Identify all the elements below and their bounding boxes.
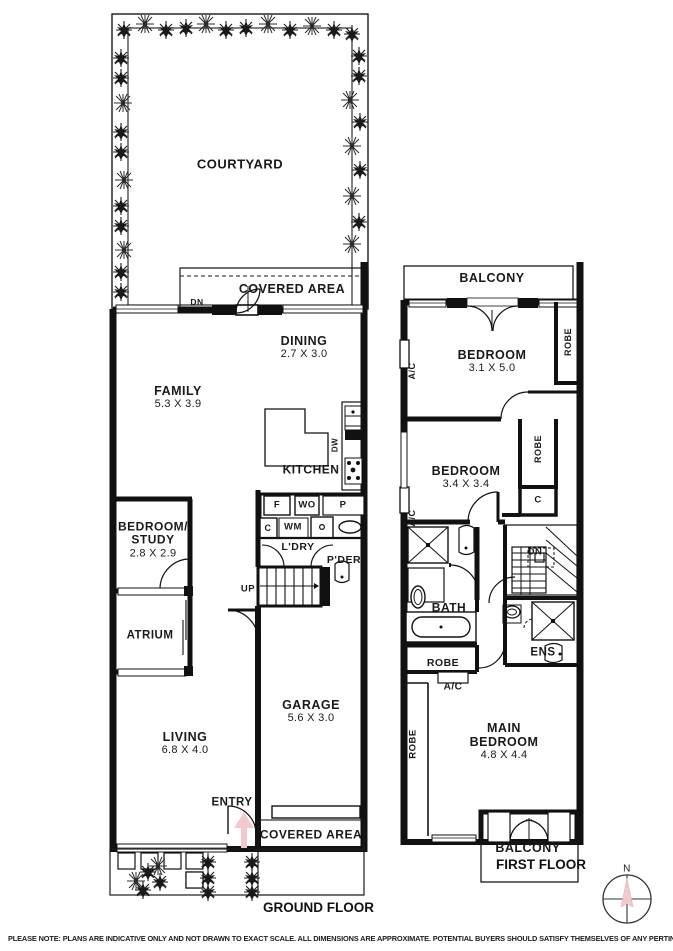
room-label-laundry: L'DRY bbox=[281, 541, 315, 554]
laundry-fittings bbox=[259, 516, 364, 540]
room-label-bath: BATH bbox=[431, 600, 467, 615]
front-garden bbox=[109, 848, 261, 902]
kitchen-island bbox=[264, 408, 329, 467]
room-label-bedroom-3: BEDROOM 3.4 X 3.4 bbox=[431, 463, 501, 490]
room-label-kitchen: KITCHEN bbox=[282, 462, 340, 477]
robe-bedroom2 bbox=[554, 302, 580, 385]
room-label-powder: P'DER bbox=[326, 554, 362, 567]
annotation-dishwasher: DW bbox=[330, 437, 340, 453]
robe-main-bedroom-top bbox=[404, 645, 479, 684]
room-label-garage: GARAGE 5.6 X 3.0 bbox=[282, 697, 340, 724]
annotation-dn-ground: DN bbox=[190, 297, 204, 308]
room-label-family: FAMILY 5.3 X 3.9 bbox=[154, 383, 202, 410]
ac-unit-top bbox=[399, 339, 410, 369]
annotation-ac-main: A/C bbox=[443, 681, 463, 693]
room-label-entry: ENTRY bbox=[211, 796, 253, 809]
ground-top-openings bbox=[115, 286, 364, 316]
balcony-doors-top bbox=[408, 297, 578, 332]
annotation-robe-main-top: ROBE bbox=[426, 657, 460, 670]
robe-bedroom3 bbox=[502, 419, 558, 517]
annotation-robe-main-side: ROBE bbox=[407, 729, 419, 759]
staircase-up bbox=[256, 565, 330, 608]
room-label-living: LIVING 6.8 X 4.0 bbox=[161, 729, 209, 756]
compass-rose bbox=[602, 874, 652, 924]
powder-toilet bbox=[334, 560, 350, 584]
floor-name-ground: GROUND FLOOR bbox=[263, 900, 374, 915]
kitchen-bench bbox=[341, 401, 365, 491]
room-label-covered-area-top: COVERED AREA bbox=[238, 282, 346, 296]
room-label-dining: DINING 2.7 X 3.0 bbox=[280, 333, 328, 360]
annotation-robe-bedroom3: ROBE bbox=[532, 434, 543, 464]
room-label-balcony-bottom: BALCONY bbox=[495, 841, 561, 855]
first-floor-plan bbox=[399, 262, 584, 883]
room-label-covered-area-bottom: COVERED AREA bbox=[259, 827, 363, 842]
ac-unit-mid bbox=[399, 431, 410, 514]
atrium-glazing bbox=[117, 586, 193, 677]
annotation-robe-bedroom2: ROBE bbox=[562, 327, 573, 357]
ground-floor-plan bbox=[109, 13, 369, 902]
annotation-dn-first: DN bbox=[527, 546, 543, 558]
room-label-bedroom-2: BEDROOM 3.1 X 5.0 bbox=[457, 347, 527, 374]
ensuite-fittings bbox=[502, 601, 575, 664]
annotation-washing-machine: WM bbox=[284, 521, 302, 533]
compass-north-label: N bbox=[623, 863, 631, 875]
balcony-bottom bbox=[478, 809, 580, 883]
annotation-ac-top: A/C bbox=[406, 362, 417, 380]
garage-door bbox=[271, 805, 361, 819]
room-label-atrium: ATRIUM bbox=[126, 629, 174, 642]
bathroom-fittings bbox=[404, 524, 477, 643]
room-label-bedroom-study: BEDROOM/ STUDY 2.8 X 2.9 bbox=[118, 519, 188, 560]
annotation-fridge: F bbox=[273, 499, 281, 511]
annotation-wall-oven: WO bbox=[298, 499, 316, 511]
room-label-courtyard: COURTYARD bbox=[196, 156, 284, 172]
annotation-pantry: P bbox=[339, 499, 347, 511]
annotation-cupboard-ground: C bbox=[264, 522, 272, 533]
room-label-ensuite: ENS bbox=[530, 646, 556, 659]
staircase-down bbox=[504, 524, 578, 596]
annotation-up-ground: UP bbox=[240, 583, 256, 595]
room-label-main-bedroom: MAIN BEDROOM 4.8 X 4.4 bbox=[469, 720, 539, 761]
main-bedroom-window bbox=[431, 834, 477, 843]
annotation-cupboard-first: C bbox=[534, 494, 542, 506]
annotation-ac-mid: A/C bbox=[406, 509, 417, 527]
floor-name-first: FIRST FLOOR bbox=[496, 857, 586, 872]
entry-direction-arrow bbox=[234, 812, 254, 848]
disclaimer-note: PLEASE NOTE: PLANS ARE INDICATIVE ONLY A… bbox=[8, 934, 673, 943]
room-label-balcony-top: BALCONY bbox=[459, 271, 525, 285]
